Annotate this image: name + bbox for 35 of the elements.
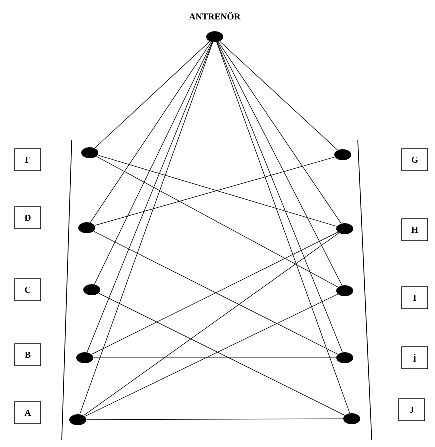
connector-line [94,42,213,285]
dot [334,150,352,160]
letter-box: J [398,398,426,422]
letter-box: G [402,148,428,172]
letter-box: B [14,344,42,366]
title-label: ANTRENÖR [189,12,241,20]
dot [84,284,100,296]
dot [336,224,354,234]
letter-box: F [14,148,42,172]
dot [206,32,224,42]
connector-line [96,156,339,288]
dot [336,286,354,296]
letter-box: H [402,218,428,242]
connector-line [86,418,344,420]
dot [70,414,86,426]
letter-box: A [14,402,42,424]
connector-line [218,42,342,224]
connector-line [90,42,212,224]
letter-box: I [402,286,428,310]
connector-line [216,42,350,414]
connector-line [84,232,340,416]
connector-line [220,41,338,151]
connector-line [217,42,343,286]
connector-line [216,42,344,353]
connector-line [94,41,210,149]
dot [336,352,354,364]
connector-line [86,42,214,353]
dot [344,414,360,424]
dot [76,352,94,364]
dot [82,148,98,158]
letter-box: C [14,278,42,302]
letter-box: İ [402,346,428,370]
dot [78,222,96,234]
letter-box: D [14,206,42,230]
connector-line [80,42,214,415]
